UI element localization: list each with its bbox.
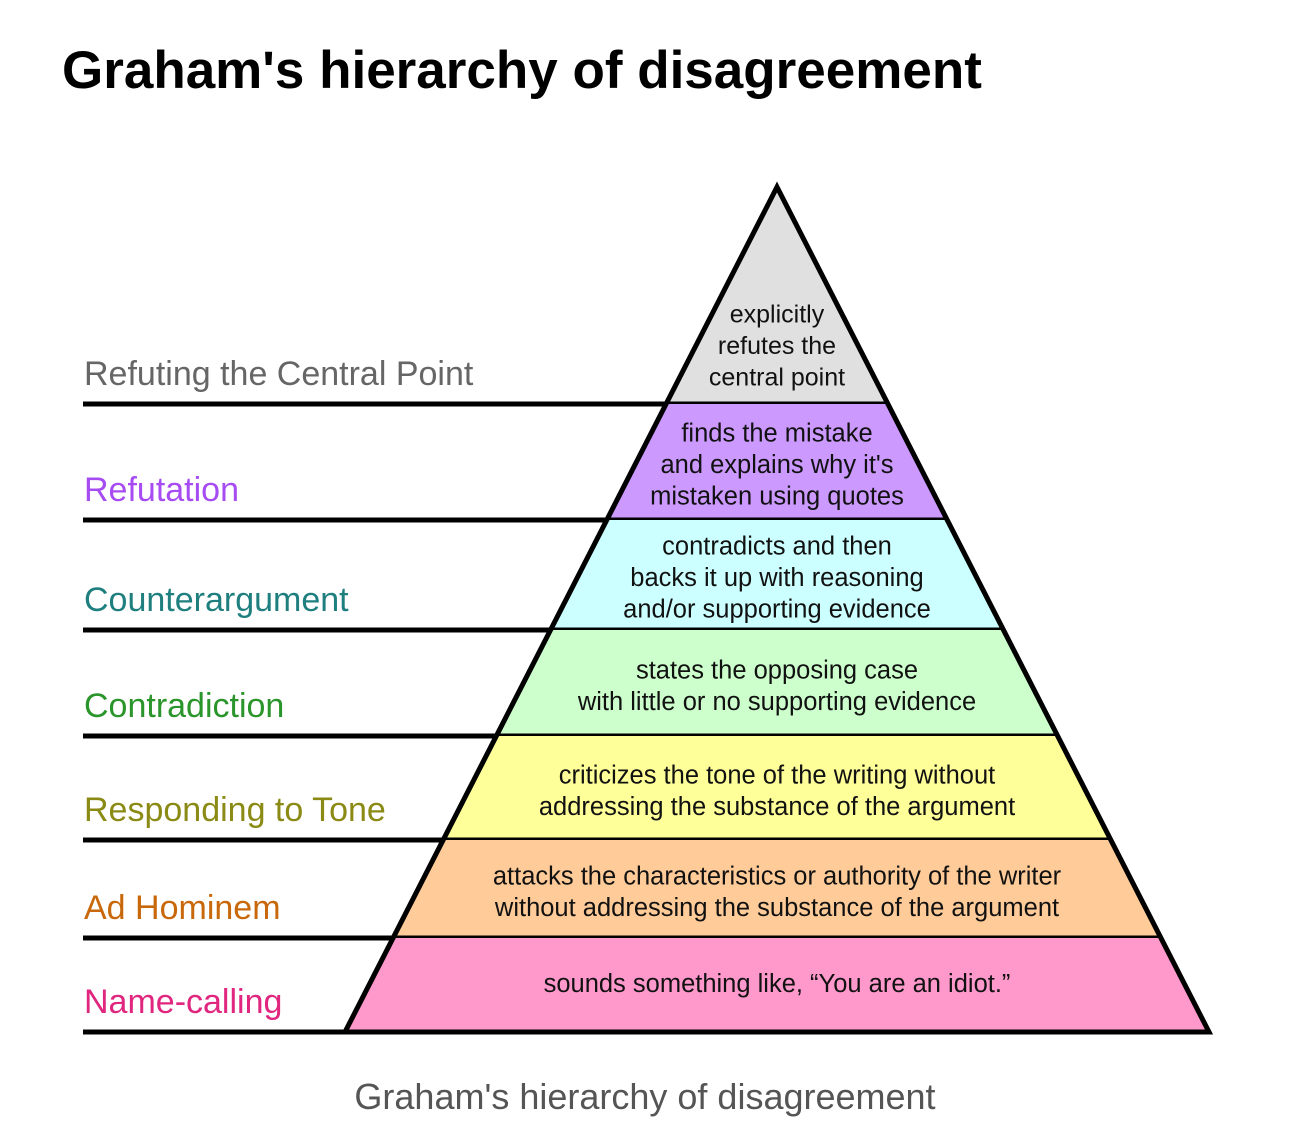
- tier-label: Contradiction: [84, 687, 284, 725]
- tier-description-line: contradicts and then: [662, 533, 892, 561]
- tier-description-line: states the opposing case: [636, 656, 918, 684]
- tier-description-line: mistaken using quotes: [650, 483, 904, 511]
- tier-description-line: with little or no supporting evidence: [577, 688, 976, 716]
- pyramid-tier: [666, 187, 888, 404]
- pyramid-tier: [496, 630, 1058, 736]
- tier-description-line: and explains why it's: [660, 451, 893, 479]
- tier-label: Responding to Tone: [84, 791, 386, 829]
- figure-caption: Graham's hierarchy of disagreement: [354, 1076, 936, 1117]
- tier-description-line: attacks the characteristics or authority…: [493, 862, 1062, 890]
- tier-description-line: finds the mistake: [681, 420, 872, 448]
- tier-label: Refutation: [84, 471, 239, 509]
- tier-description-line: refutes the: [718, 332, 836, 360]
- tier-label: Name-calling: [84, 983, 282, 1021]
- tier-description-line: backs it up with reasoning: [630, 564, 923, 592]
- tier-label: Ad Hominem: [84, 889, 281, 927]
- tier-description-line: addressing the substance of the argument: [539, 793, 1015, 821]
- tier-label: Refuting the Central Point: [84, 355, 474, 393]
- page-title: Graham's hierarchy of disagreement: [62, 41, 982, 100]
- tier-description-line: central point: [709, 364, 845, 392]
- pyramid-tier: [550, 520, 1004, 630]
- tier-description-line: and/or supporting evidence: [623, 596, 931, 624]
- tier-description-line: explicitly: [730, 301, 825, 329]
- pyramid-tier: [345, 938, 1209, 1032]
- tier-label: Counterargument: [84, 581, 349, 619]
- tier-description-line: criticizes the tone of the writing witho…: [559, 761, 996, 789]
- tier-description-line: without addressing the substance of the …: [494, 894, 1059, 922]
- pyramid-tier: [606, 404, 948, 520]
- pyramid-outline: [340, 181, 1214, 1035]
- pyramid-tier: [393, 840, 1161, 938]
- tier-description-line: sounds something like, “You are an idiot…: [544, 970, 1011, 998]
- pyramid-tier: [443, 736, 1111, 840]
